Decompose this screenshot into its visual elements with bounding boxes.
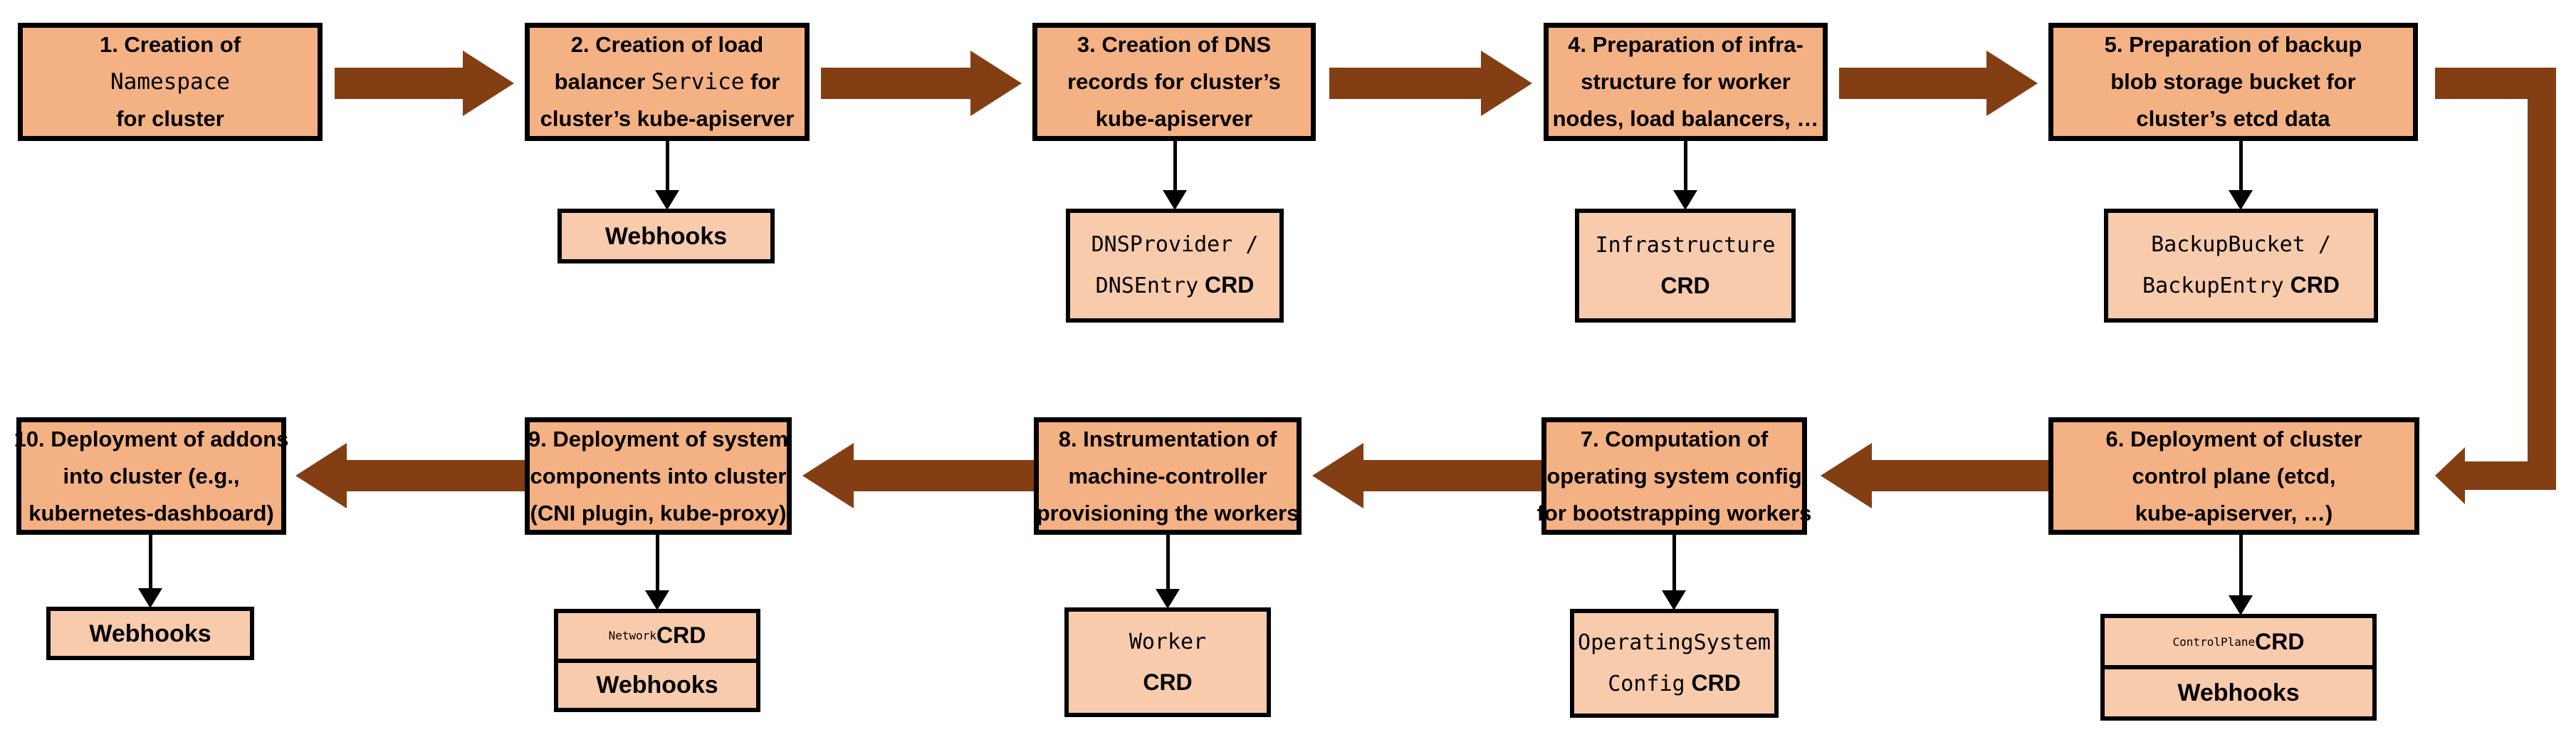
step-6-box: 6. Deployment of cluster control plane (…	[2048, 417, 2419, 535]
step-3-line-2: records for cluster’s	[1067, 69, 1281, 94]
step-6-line-1: 6. Deployment of cluster	[2105, 426, 2362, 451]
step-2-line-1: 2. Creation of load	[570, 32, 764, 57]
step-1-line-3: for cluster	[116, 106, 224, 131]
connector-step3-dns-crd-icon	[1163, 141, 1187, 210]
connector-step4-infrastructure-crd-icon	[1673, 141, 1697, 210]
webhooks-box-step-2: Webhooks	[557, 209, 775, 263]
step-2-line-3: cluster’s kube-apiserver	[540, 106, 795, 131]
connector-step7-osc-crd-icon	[1662, 535, 1686, 610]
step-9-line-2: components into cluster	[530, 463, 787, 488]
step-10-line-3: kubernetes-dashboard)	[28, 500, 274, 526]
backup-crd-line-1: BackupBucket /	[2151, 232, 2331, 257]
step-7-box: 7. Computation of operating system confi…	[1537, 417, 1811, 535]
step-2-box: 2. Creation of load balancer Service for…	[525, 23, 810, 141]
step-4-line-2: structure for worker	[1581, 69, 1791, 94]
worker-crd-box: Worker CRD	[1064, 607, 1271, 717]
webhooks-row: Webhooks	[558, 658, 756, 709]
backup-crd-box: BackupBucket / BackupEntry CRD	[2104, 209, 2378, 323]
step-7-line-1: 7. Computation of	[1580, 426, 1769, 451]
step-4-line-1: 4. Preparation of infra-	[1568, 32, 1803, 57]
arrow-step6-to-step7-icon	[1821, 443, 2048, 508]
step-3-line-1: 3. Creation of DNS	[1077, 32, 1272, 57]
arrow-step5-to-step6-bottom-segment-icon	[2465, 461, 2556, 490]
connector-step6-controlplane-crd-icon	[2229, 535, 2253, 615]
dns-crd-box: DNSProvider / DNSEntry CRD	[1066, 209, 1284, 323]
step-1-line-1: 1. Creation of	[99, 32, 241, 57]
step-4-line-3: nodes, load balancers, …	[1552, 106, 1819, 131]
osc-crd-line-1: OperatingSystem	[1578, 629, 1771, 655]
step-7-line-2: operating system config	[1546, 463, 1802, 488]
webhooks-box-step-10: Webhooks	[46, 607, 254, 660]
step-10-line-2: into cluster (e.g.,	[63, 463, 240, 488]
step-10-line-1: 10. Deployment of addons	[14, 426, 289, 451]
webhooks-label: Webhooks	[89, 620, 211, 647]
dns-crd-line-1: DNSProvider /	[1091, 232, 1259, 257]
step-5-box: 5. Preparation of backup blob storage bu…	[2048, 23, 2418, 141]
step-1-line-2: Namespace	[110, 69, 230, 95]
step-4-box: 4. Preparation of infra- structure for w…	[1544, 23, 1828, 141]
step-1-box: 1. Creation of Namespace for cluster	[18, 23, 323, 141]
step-10-box: 10. Deployment of addons into cluster (e…	[14, 417, 289, 535]
backup-crd-line-2: BackupEntry CRD	[2142, 272, 2340, 298]
step-2-line-2: balancer Service for	[554, 69, 780, 95]
step-5-line-2: blob storage bucket for	[2110, 69, 2356, 94]
step-8-box: 8. Instrumentation of machine-controller…	[1034, 417, 1302, 535]
controlplane-crd-row: ControlPlane CRD	[2172, 628, 2305, 654]
arrow-step7-to-step8-icon	[1312, 443, 1541, 508]
arrow-step1-to-step2-icon	[335, 51, 514, 116]
step-6-line-2: control plane (etcd,	[2132, 463, 2336, 488]
infrastructure-crd-line-2: CRD	[1660, 273, 1710, 298]
webhooks-label: Webhooks	[604, 222, 728, 250]
controlplane-crd-webhooks-stack: ControlPlane CRD Webhooks	[2100, 614, 2377, 721]
step-7-line-3: for bootstrapping workers	[1536, 500, 1812, 526]
dns-crd-line-2: DNSEntry CRD	[1095, 272, 1255, 298]
infrastructure-crd-line-1: Infrastructure	[1595, 233, 1776, 258]
step-8-line-1: 8. Instrumentation of	[1058, 426, 1277, 451]
osc-crd-line-2: Config CRD	[1608, 669, 1741, 696]
arrow-step5-to-step6-head-icon	[2435, 447, 2465, 504]
arrow-step8-to-step9-icon	[802, 443, 1034, 508]
worker-crd-line-1: Worker	[1129, 629, 1207, 654]
arrow-step4-to-step5-icon	[1839, 51, 2038, 116]
operatingsystemconfig-crd-box: OperatingSystem Config CRD	[1570, 609, 1779, 718]
step-6-line-3: kube-apiserver, …)	[2135, 500, 2333, 526]
step-3-box: 3. Creation of DNS records for cluster’s…	[1032, 23, 1316, 141]
connector-step2-webhooks-icon	[655, 141, 679, 210]
connector-step5-backup-crd-icon	[2229, 141, 2253, 210]
connector-step8-worker-crd-icon	[1156, 535, 1180, 609]
arrow-step9-to-step10-icon	[295, 443, 525, 508]
step-5-line-1: 5. Preparation of backup	[2104, 32, 2362, 57]
step-9-box: 9. Deployment of system components into …	[525, 417, 792, 535]
step-3-line-3: kube-apiserver	[1095, 106, 1253, 131]
step-8-line-2: machine-controller	[1068, 463, 1267, 488]
connector-step10-webhooks-icon	[138, 535, 162, 608]
infrastructure-crd-box: Infrastructure CRD	[1575, 209, 1796, 323]
step-8-line-3: provisioning the workers	[1036, 500, 1299, 526]
network-crd-row: Network CRD	[608, 622, 706, 649]
connector-step9-network-crd-icon	[645, 535, 669, 610]
arrow-step5-to-step6-vertical-segment-icon	[2528, 68, 2556, 490]
arrow-step2-to-step3-icon	[821, 51, 1022, 116]
network-crd-webhooks-stack: Network CRD Webhooks	[554, 609, 760, 712]
step-5-line-3: cluster’s etcd data	[2136, 106, 2330, 131]
arrow-step3-to-step4-icon	[1329, 51, 1532, 116]
step-9-line-3: (CNI plugin, kube-proxy)	[530, 500, 787, 526]
webhooks-row: Webhooks	[2105, 665, 2372, 716]
worker-crd-line-2: CRD	[1143, 669, 1193, 695]
step-9-line-1: 9. Deployment of system	[528, 426, 789, 451]
